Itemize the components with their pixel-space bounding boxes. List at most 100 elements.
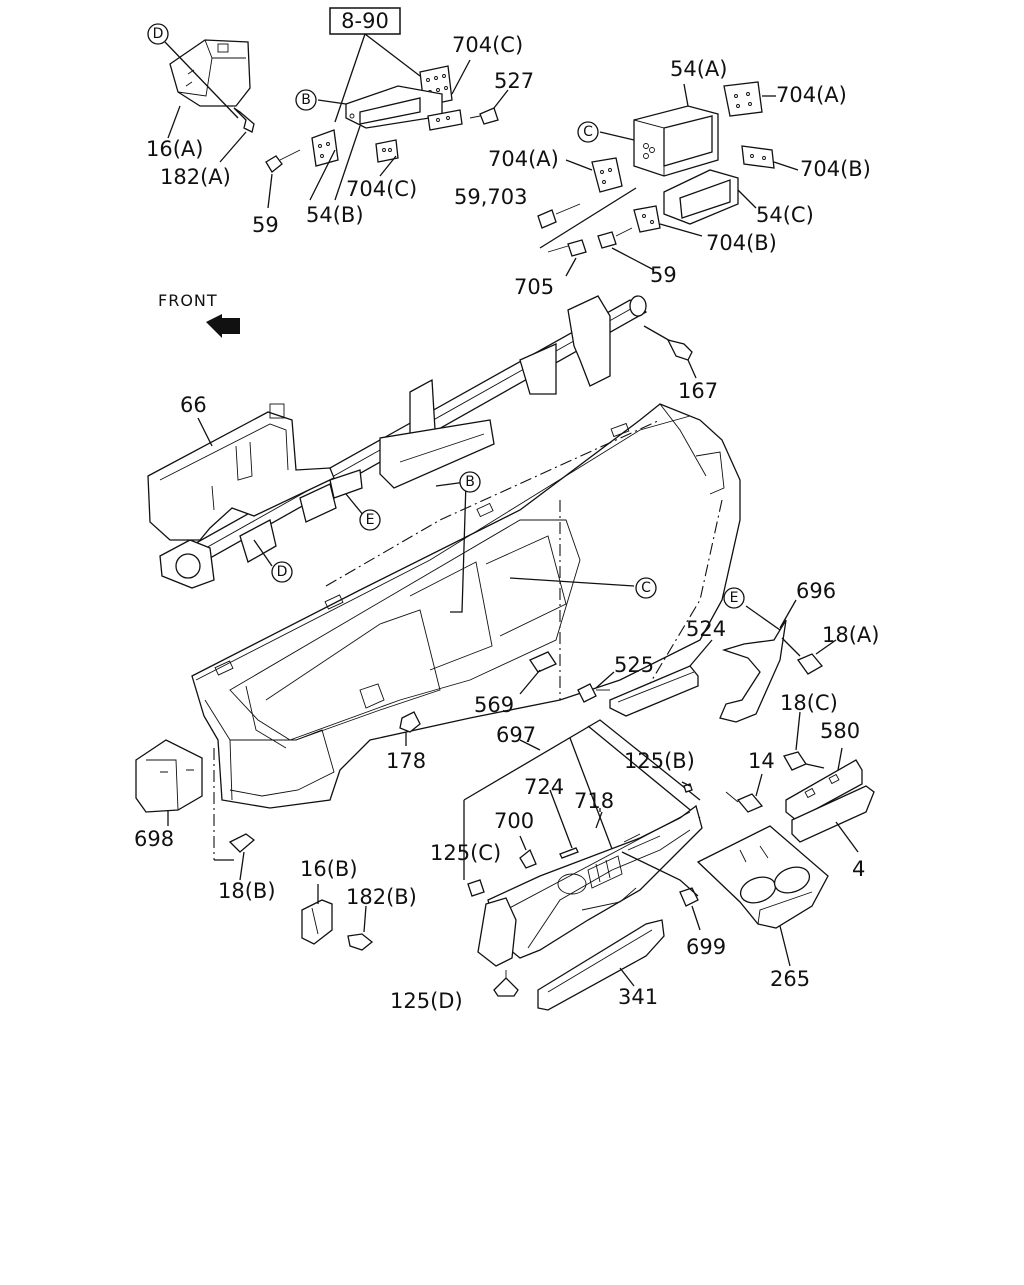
label-698: 698: [134, 827, 174, 851]
reference-box-8-90: 8-90: [329, 7, 401, 35]
label-125d: 125(D): [390, 989, 463, 1013]
label-704b-mid: 704(B): [706, 231, 777, 255]
pin-718: [595, 811, 603, 829]
bracket-16b: [301, 899, 333, 945]
label-182a: 182(A): [160, 165, 231, 189]
bracket-66: [147, 403, 335, 541]
label-718: 718: [574, 789, 614, 813]
screw-59-mid: [597, 227, 633, 249]
callout-b-top: B: [295, 89, 317, 111]
screw-125c: [467, 879, 485, 897]
label-125b: 125(B): [624, 749, 695, 773]
label-704a-right: 704(A): [776, 83, 847, 107]
label-178: 178: [386, 749, 426, 773]
screw-59-top: [265, 149, 301, 173]
screw-700: [519, 848, 537, 869]
bracket-704c-left: [311, 129, 339, 167]
label-66: 66: [180, 393, 207, 417]
label-59-mid: 59: [650, 263, 677, 287]
svg-text:B: B: [301, 92, 311, 108]
bracket-704a-mid: [591, 157, 623, 193]
label-704a-mid: 704(A): [488, 147, 559, 171]
bolt-182b: [347, 933, 374, 951]
svg-text:B: B: [465, 474, 475, 490]
label-59-top: 59: [252, 213, 279, 237]
screw-59-703: [537, 203, 581, 229]
pocket-54b: [345, 85, 443, 129]
label-569: 569: [474, 693, 514, 717]
phantom-line-1: [325, 419, 661, 587]
label-704b-right: 704(B): [800, 157, 871, 181]
label-699: 699: [686, 935, 726, 959]
label-125c: 125(C): [430, 841, 501, 865]
label-700: 700: [494, 809, 534, 833]
svg-text:E: E: [366, 512, 375, 528]
label-182b: 182(B): [346, 885, 417, 909]
callout-e-right: E: [723, 587, 745, 609]
bracket-704c-right: [427, 109, 463, 131]
front-arrow-icon: [206, 314, 240, 338]
label-705: 705: [514, 275, 554, 299]
svg-text:C: C: [641, 580, 651, 596]
clip-699: [679, 887, 699, 907]
phantom-line-4: [639, 499, 723, 701]
label-18b: 18(B): [218, 879, 276, 903]
bolt-18a: [797, 653, 823, 675]
label-18a: 18(A): [822, 623, 879, 647]
svg-text:D: D: [153, 26, 164, 42]
screw-525: [577, 683, 610, 703]
bolt-182a: [233, 107, 255, 133]
pocket-54a: [633, 105, 719, 177]
label-16b: 16(B): [300, 857, 358, 881]
bracket-698: [135, 739, 203, 813]
svg-text:E: E: [730, 590, 739, 606]
screw-705: [547, 239, 587, 257]
bracket-704b-right: [741, 145, 775, 169]
pocket-54c: [663, 169, 739, 225]
callout-c-panel: C: [635, 577, 657, 599]
rod-724: [559, 847, 579, 859]
label-724: 724: [524, 775, 564, 799]
callout-b-panel: B: [459, 471, 481, 493]
cupholder-265: [696, 825, 829, 929]
label-59-703: 59,703: [454, 185, 527, 209]
label-704c-top: 704(C): [452, 33, 523, 57]
label-527: 527: [494, 69, 534, 93]
glovebox-door-341: [537, 919, 665, 1011]
callout-e-beam: E: [359, 509, 381, 531]
label-54c: 54(C): [756, 203, 814, 227]
label-580: 580: [820, 719, 860, 743]
svg-text:C: C: [583, 124, 593, 140]
panel-580: [785, 759, 863, 821]
label-265: 265: [770, 967, 810, 991]
bracket-704c-mid: [375, 139, 399, 163]
front-label: FRONT: [158, 291, 218, 310]
instrument-panel: [191, 403, 741, 809]
cross-car-beam: [159, 295, 648, 589]
bolt-18b: [228, 833, 256, 853]
label-18c: 18(C): [780, 691, 838, 715]
callout-d-beam: D: [271, 561, 293, 583]
callout-d-top: D: [147, 23, 169, 45]
bracket-16a: [169, 39, 251, 107]
callout-c-top: C: [577, 121, 599, 143]
label-14: 14: [748, 749, 775, 773]
label-4: 4: [852, 857, 865, 881]
screw-527: [469, 107, 499, 125]
bracket-696: [719, 619, 787, 723]
label-54a: 54(A): [670, 57, 727, 81]
nut-178: [399, 711, 421, 733]
bracket-704b-mid: [633, 205, 661, 233]
label-16a: 16(A): [146, 137, 203, 161]
lower-cluster-697: [477, 804, 703, 967]
label-341: 341: [618, 985, 658, 1009]
label-704c-mid: 704(C): [346, 177, 417, 201]
bolt-167: [666, 339, 693, 361]
panel-4: [791, 785, 875, 843]
label-525: 525: [614, 653, 654, 677]
label-167: 167: [678, 379, 718, 403]
bracket-704a-right: [723, 81, 763, 117]
clip-125d: [493, 970, 519, 997]
